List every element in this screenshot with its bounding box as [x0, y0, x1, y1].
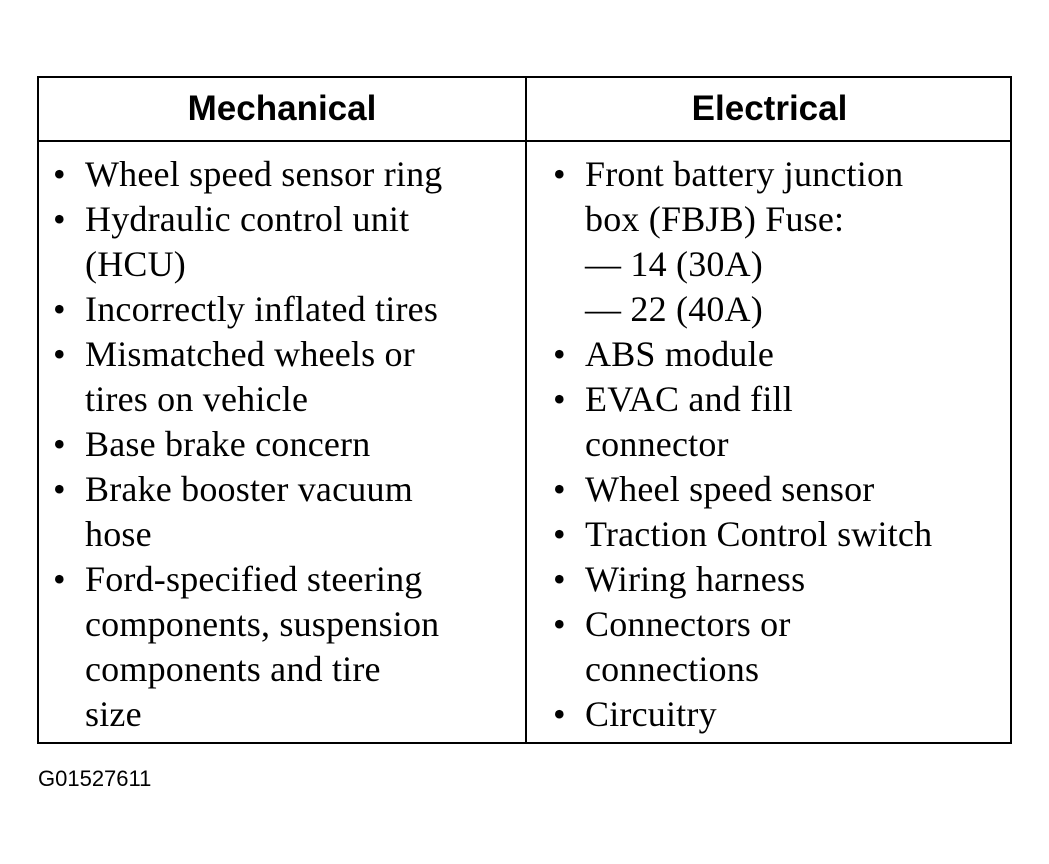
list-item: • Front battery junction box (FBJB) Fuse…: [547, 152, 1007, 332]
bullet: •: [53, 334, 66, 374]
item-line: Hydraulic control unit: [85, 199, 410, 239]
list-item: • Incorrectly inflated tires: [47, 287, 519, 332]
header-mechanical: Mechanical: [187, 89, 377, 128]
item-line: Brake booster vacuum: [85, 469, 413, 509]
item-line: Wheel speed sensor ring: [85, 154, 443, 194]
item-line: box (FBJB) Fuse:: [585, 199, 845, 239]
list-item: • Circuitry: [547, 692, 1007, 737]
item-line: Circuitry: [585, 694, 717, 734]
electrical-list: • Front battery junction box (FBJB) Fuse…: [547, 152, 1007, 737]
list-item: • Mismatched wheels or tires on vehicle: [47, 332, 519, 422]
item-line: EVAC and fill: [585, 379, 793, 419]
list-item: • Traction Control switch: [547, 512, 1007, 557]
item-line: tires on vehicle: [85, 379, 309, 419]
bullet: •: [53, 199, 66, 239]
list-item: • Hydraulic control unit (HCU): [47, 197, 519, 287]
list-item: • Wiring harness: [547, 557, 1007, 602]
item-line: connector: [585, 424, 729, 464]
bullet: •: [53, 559, 66, 599]
bullet: •: [53, 469, 66, 509]
list-item: • ABS module: [547, 332, 1007, 377]
list-item: • EVAC and fill connector: [547, 377, 1007, 467]
bullet: •: [53, 289, 66, 329]
bullet: •: [553, 559, 566, 599]
item-line: Front battery junction: [585, 154, 904, 194]
item-line: components and tire: [85, 649, 381, 689]
item-line: (HCU): [85, 244, 186, 284]
item-line: Wheel speed sensor: [585, 469, 875, 509]
list-item: • Brake booster vacuum hose: [47, 467, 519, 557]
list-item: • Wheel speed sensor: [547, 467, 1007, 512]
list-item: • Ford-specified steering components, su…: [47, 557, 519, 737]
bullet: •: [553, 694, 566, 734]
item-line: Ford-specified steering: [85, 559, 423, 599]
item-line: Connectors or: [585, 604, 791, 644]
list-item: • Connectors or connections: [547, 602, 1007, 692]
item-line: ABS module: [585, 334, 775, 374]
header-electrical: Electrical: [691, 89, 848, 128]
bullet: •: [53, 154, 66, 194]
fuse-line: — 14 (30A): [585, 244, 763, 284]
fuse-line: — 22 (40A): [585, 289, 763, 329]
bullet: •: [553, 514, 566, 554]
item-line: size: [85, 694, 142, 734]
item-line: Incorrectly inflated tires: [85, 289, 439, 329]
diagnostic-table: Mechanical Electrical • Wheel speed sens…: [37, 76, 1012, 744]
mechanical-list: • Wheel speed sensor ring • Hydraulic co…: [47, 152, 519, 737]
list-item: • Wheel speed sensor ring: [47, 152, 519, 197]
header-divider: [39, 140, 1010, 142]
bullet: •: [553, 379, 566, 419]
bullet: •: [553, 604, 566, 644]
item-line: hose: [85, 514, 152, 554]
item-line: Mismatched wheels or: [85, 334, 415, 374]
list-item: • Base brake concern: [47, 422, 519, 467]
item-line: Base brake concern: [85, 424, 371, 464]
bullet: •: [553, 469, 566, 509]
figure-code: G01527611: [38, 766, 152, 791]
item-line: components, suspension: [85, 604, 440, 644]
item-line: Traction Control switch: [585, 514, 933, 554]
bullet: •: [553, 334, 566, 374]
item-line: connections: [585, 649, 760, 689]
bullet: •: [53, 424, 66, 464]
column-divider: [525, 78, 527, 742]
bullet: •: [553, 154, 566, 194]
item-line: Wiring harness: [585, 559, 806, 599]
